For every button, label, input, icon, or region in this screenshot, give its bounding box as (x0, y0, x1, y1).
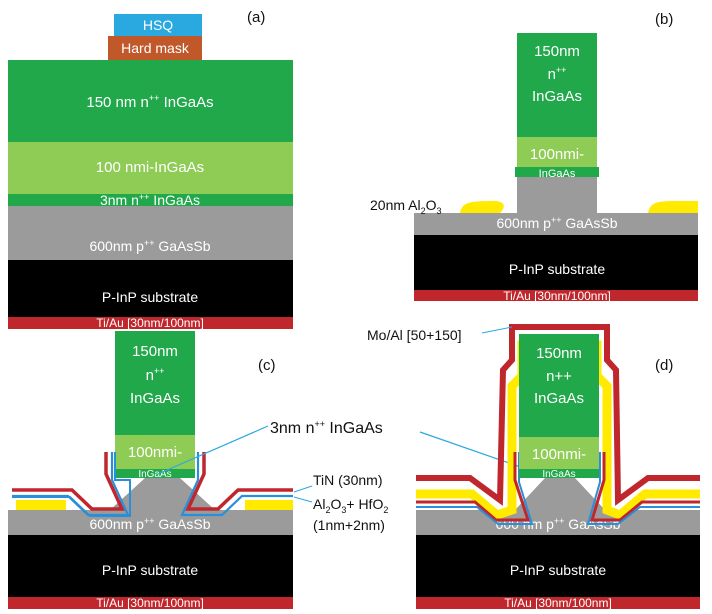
tin-left (12, 452, 125, 511)
n-ingaas-mesa (115, 331, 195, 435)
thin-n-ingaas-mesa (115, 469, 195, 478)
n-ingaas-label: 150 nm n++ InGaAs (86, 93, 213, 111)
substrate-layer (414, 235, 698, 290)
panel-b-tag: (b) (655, 11, 673, 28)
substrate-label: P-InP substrate (102, 562, 198, 578)
n-ingaas-line3: InGaAs (532, 88, 582, 105)
panel-a: HSQ Hard mask 150 nm n++ InGaAs 100 nmi-… (8, 9, 293, 330)
contact-label: Ti/Au [30nm/100nm] (503, 289, 611, 303)
substrate-layer (8, 260, 293, 317)
i-ingaas-mesa (517, 137, 597, 167)
thin-n-ingaas-mesa (515, 167, 599, 177)
moal-label: Mo/Al [50+150] (367, 327, 462, 343)
n-ingaas-line1: 150nm (132, 343, 178, 360)
n-ingaas-line2: n++ (146, 366, 165, 384)
contact-label: Ti/Au [30nm/100nm] (96, 316, 204, 330)
contact-label: Ti/Au [30nm/100nm] (504, 596, 612, 610)
n-ingaas-mesa (517, 33, 597, 137)
gaassb-layer (8, 206, 293, 260)
gaassb-label: 600nm p++ GaAsSb (89, 516, 210, 532)
thin-n-callout-line-d (419, 431, 536, 473)
gaassb-layer (414, 177, 698, 235)
i-ingaas-line2: InGaAs (138, 469, 171, 480)
substrate-layer (8, 535, 293, 597)
oxide-callout-line (293, 496, 313, 503)
thin-n-callout-line-c (157, 425, 269, 475)
substrate-label: P-InP substrate (510, 562, 606, 578)
i-ingaas-line1: 100nmi- (530, 146, 584, 163)
hard-mask-label: Hard mask (121, 40, 190, 56)
oxide-label: Al2O3+ HfO2 (313, 496, 388, 515)
al2o3-pad-left (16, 500, 66, 510)
panel-d: P-InP substrate Ti/Au [30nm/100nm] 600 n… (367, 324, 700, 610)
contact-layer (416, 597, 700, 609)
panel-d-tag: (d) (655, 357, 673, 374)
i-ingaas-line2: InGaAs (542, 469, 575, 480)
al2o3-left (460, 201, 504, 213)
substrate-layer (416, 535, 700, 597)
n-ingaas-mesa (519, 334, 599, 437)
thin-n-callout: 3nm n++ InGaAs (270, 419, 383, 437)
tin-callout-line (293, 485, 313, 493)
tin-envelope (416, 452, 531, 522)
n-ingaas-line3: InGaAs (130, 390, 180, 407)
hsq-layer (114, 14, 202, 36)
tin-envelope-right (589, 452, 700, 522)
panel-a-tag: (a) (247, 9, 265, 26)
contact-label: Ti/Au [30nm/100nm] (96, 596, 204, 610)
i-ingaas-line1: 100nmi- (128, 444, 182, 461)
panel-b: 150nm n++ InGaAs 100nmi- InGaAs 600nm p+… (370, 11, 698, 303)
thin-n-ingaas-mesa (519, 469, 599, 478)
oxide-envelope-right (586, 452, 700, 525)
contact-layer (414, 290, 698, 301)
al2o3-label: 20nm Al2O3 (370, 197, 442, 216)
n-ingaas-line1: 150nm (534, 43, 580, 60)
n-ingaas-line1: 150nm (536, 345, 582, 362)
panel-c: P-InP substrate Ti/Au [30nm/100nm] 600nm… (8, 331, 536, 610)
n-ingaas-line3: InGaAs (534, 390, 584, 407)
i-ingaas-mesa (519, 437, 599, 469)
al2o3-right (648, 201, 698, 213)
gaassb-layer (416, 478, 700, 535)
tin-right (185, 452, 293, 511)
gaassb-label: 600nm p++ GaAsSb (496, 215, 617, 231)
gaassb-layer (8, 478, 293, 535)
substrate-label: P-InP substrate (102, 289, 198, 305)
thin-n-ingaas-layer (8, 194, 293, 206)
thin-n-ingaas-label: 3nm n++ InGaAs (100, 192, 200, 208)
hard-mask-layer (108, 36, 202, 60)
tin-label: TiN (30nm) (313, 472, 383, 488)
contact-layer (8, 597, 293, 609)
i-ingaas-layer (8, 142, 293, 194)
gaassb-label: 600nm p++ GaAsSb (89, 238, 210, 254)
al2o3-pad-right (245, 500, 293, 510)
n-ingaas-layer (8, 60, 293, 142)
moal-envelope (416, 324, 700, 506)
contact-layer (8, 317, 293, 329)
moal-callout-line (481, 326, 513, 334)
substrate-label: P-InP substrate (509, 261, 605, 277)
oxide-thickness-label: (1nm+2nm) (313, 517, 385, 533)
hsq-label: HSQ (143, 17, 173, 33)
i-ingaas-line1: 100nmi- (532, 446, 586, 463)
n-ingaas-line2: n++ (546, 368, 572, 385)
n-ingaas-line2: n++ (548, 65, 567, 83)
i-ingaas-label: 100 nmi-InGaAs (96, 159, 204, 176)
panel-c-tag: (c) (258, 357, 276, 374)
oxide-bilayer-left (12, 452, 130, 517)
oxide-bilayer-right (180, 452, 293, 517)
